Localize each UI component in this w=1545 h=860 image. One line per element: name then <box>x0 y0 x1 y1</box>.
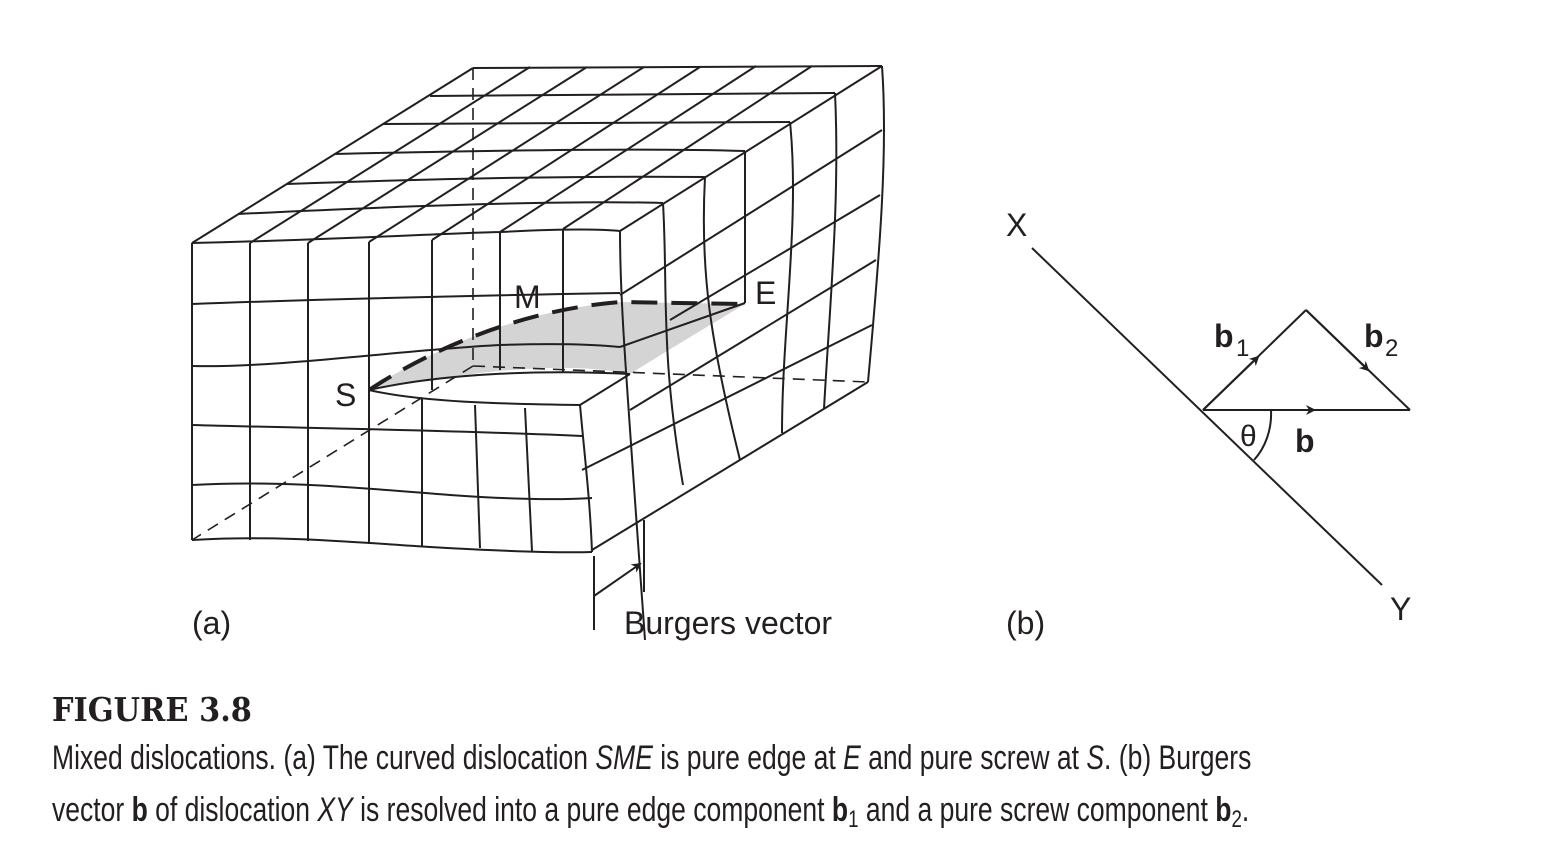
line-end-X-label: X <box>1006 207 1027 243</box>
svg-text:b: b <box>1364 318 1384 354</box>
caption-line-1: Mixed dislocations. (a) The curved dislo… <box>52 739 1252 777</box>
burgers-vector-indicator <box>593 520 645 630</box>
slip-plane-shading <box>369 302 745 390</box>
right-face-grid <box>581 65 886 641</box>
burgers-vector-resolution-diagram <box>1031 247 1411 586</box>
caption-line-2: vector b of dislocation XY is resolved i… <box>52 791 1250 833</box>
point-E-label: E <box>755 275 776 311</box>
svg-text:b: b <box>1214 318 1234 354</box>
vector-b1-label: b 1 <box>1214 318 1249 362</box>
angle-theta-label: θ <box>1240 420 1257 453</box>
svg-text:2: 2 <box>1385 335 1398 362</box>
hidden-edges <box>191 68 869 541</box>
dislocation-line-XY <box>1031 247 1383 586</box>
figure-number: FIGURE 3.8 <box>52 690 252 729</box>
front-face-grid <box>191 229 631 554</box>
figure-caption-block: FIGURE 3.8 Mixed dislocations. (a) The c… <box>52 688 1532 846</box>
vector-b2-label: b 2 <box>1364 318 1398 362</box>
angle-theta-arc <box>1253 409 1273 461</box>
panel-b-label: (b) <box>1006 605 1045 641</box>
line-end-Y-label: Y <box>1390 591 1411 627</box>
panel-a-label: (a) <box>192 605 231 641</box>
dislocation-line-SME <box>367 299 746 392</box>
top-face-grid <box>191 65 883 244</box>
point-S-label: S <box>335 377 356 413</box>
vector-b-label: b <box>1295 423 1315 459</box>
point-M-label: M <box>514 279 541 315</box>
svg-text:1: 1 <box>1236 335 1249 362</box>
burgers-vector-label: Burgers vector <box>624 605 832 641</box>
crystal-block-diagram <box>191 65 886 641</box>
